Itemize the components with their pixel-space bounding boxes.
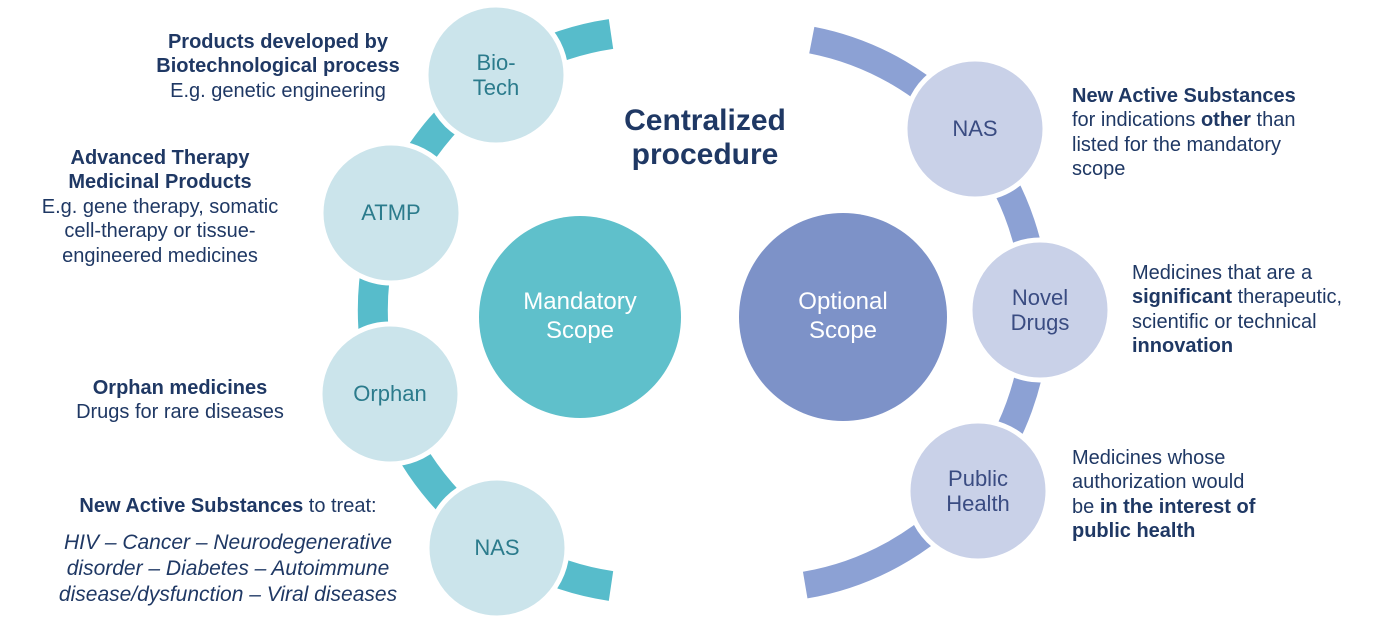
- text-run: in the interest of: [1099, 495, 1256, 518]
- annotation-line: Orphan medicines: [55, 376, 305, 400]
- text-run: Medicinal Products: [68, 171, 252, 194]
- text-run: Biotechnological process: [156, 55, 400, 78]
- text-run: scientific or technical: [1132, 310, 1317, 333]
- annotation-line: Advanced Therapy: [10, 146, 310, 170]
- annotation-line: New Active Substances to treat:: [18, 494, 438, 518]
- annotation-line: be in the interest of: [1072, 495, 1332, 519]
- text-run: scope: [1072, 158, 1126, 181]
- annotation-line: significant therapeutic,: [1132, 285, 1384, 309]
- text-run: public health: [1072, 520, 1196, 543]
- text-run: New Active Substances: [1072, 85, 1296, 107]
- text-run: for indications: [1072, 109, 1201, 132]
- annotation-line: cell-therapy or tissue-: [10, 219, 310, 243]
- annotation-line: innovation: [1132, 334, 1384, 358]
- text-run: Medicines whose: [1072, 447, 1226, 469]
- optional-scope-circle: [739, 213, 947, 421]
- text-run: Products developed by: [167, 31, 389, 53]
- annotation-line: Medicines that are a: [1132, 261, 1384, 285]
- text-run: therapeutic,: [1232, 286, 1343, 309]
- annotation-line: engineered medicines: [10, 244, 310, 268]
- nas-mandatory-circle: [424, 475, 570, 621]
- text-run: than: [1250, 109, 1296, 132]
- text-run: disorder – Diabetes – Autoimmune: [66, 557, 390, 581]
- diagram-title: Centralized procedure: [624, 104, 786, 171]
- text-run: engineered medicines: [62, 244, 258, 267]
- annotation-line: New Active Substances: [1072, 84, 1362, 108]
- annotation-line: scope: [1072, 157, 1362, 181]
- annotation-line: HIV – Cancer – Neurodegenerative: [18, 530, 438, 556]
- annotation-line: listed for the mandatory: [1072, 133, 1362, 157]
- text-run: E.g. genetic engineering: [170, 79, 386, 102]
- text-run: Medicines that are a: [1132, 262, 1313, 284]
- text-run: be: [1072, 495, 1100, 518]
- annotation-line: public health: [1072, 519, 1332, 543]
- annotation-line: Biotechnological process: [128, 54, 428, 78]
- text-run: New Active Substances: [79, 495, 304, 517]
- text-run: Drugs for rare diseases: [76, 401, 284, 424]
- text-run: cell-therapy or tissue-: [64, 220, 256, 243]
- text-run: authorization would: [1072, 471, 1245, 494]
- atmp-circle: [318, 140, 464, 286]
- text-run: to treat:: [303, 495, 377, 517]
- text-run: Advanced Therapy: [70, 147, 250, 169]
- nas-optional-circle: [902, 56, 1048, 202]
- text-run: other: [1200, 109, 1251, 132]
- novel-drugs-circle: [967, 237, 1113, 383]
- biotech-circle: [423, 2, 569, 148]
- text-run: Orphan medicines: [92, 377, 268, 399]
- text-run: HIV – Cancer – Neurodegenerative: [63, 531, 393, 555]
- public-health-circle: [905, 418, 1051, 564]
- mandatory-scope-circle: [479, 216, 681, 418]
- annotation-line: Medicinal Products: [10, 170, 310, 194]
- text-run: E.g. gene therapy, somatic: [41, 195, 279, 218]
- annotation-line: authorization would: [1072, 470, 1332, 494]
- text-run: innovation: [1132, 335, 1234, 358]
- annotation-line: for indications other than: [1072, 108, 1362, 132]
- annotation-line: disorder – Diabetes – Autoimmune: [18, 556, 438, 582]
- annotation-line: E.g. gene therapy, somatic: [10, 195, 310, 219]
- orphan-circle: [317, 321, 463, 467]
- text-run: listed for the mandatory: [1072, 133, 1281, 156]
- annotation-line: Medicines whose: [1072, 446, 1332, 470]
- annotation-line: Drugs for rare diseases: [55, 400, 305, 424]
- annotation-nas-mandatory: New Active Substances to treat: HIV – Can…: [18, 494, 438, 608]
- annotation-line: scientific or technical: [1132, 310, 1384, 334]
- text-run: disease/dysfunction – Viral diseases: [58, 583, 398, 607]
- annotation-line: disease/dysfunction – Viral diseases: [18, 582, 438, 608]
- annotation-line: E.g. genetic engineering: [128, 79, 428, 103]
- annotation-line: Products developed by: [128, 30, 428, 54]
- text-run: significant: [1132, 286, 1233, 309]
